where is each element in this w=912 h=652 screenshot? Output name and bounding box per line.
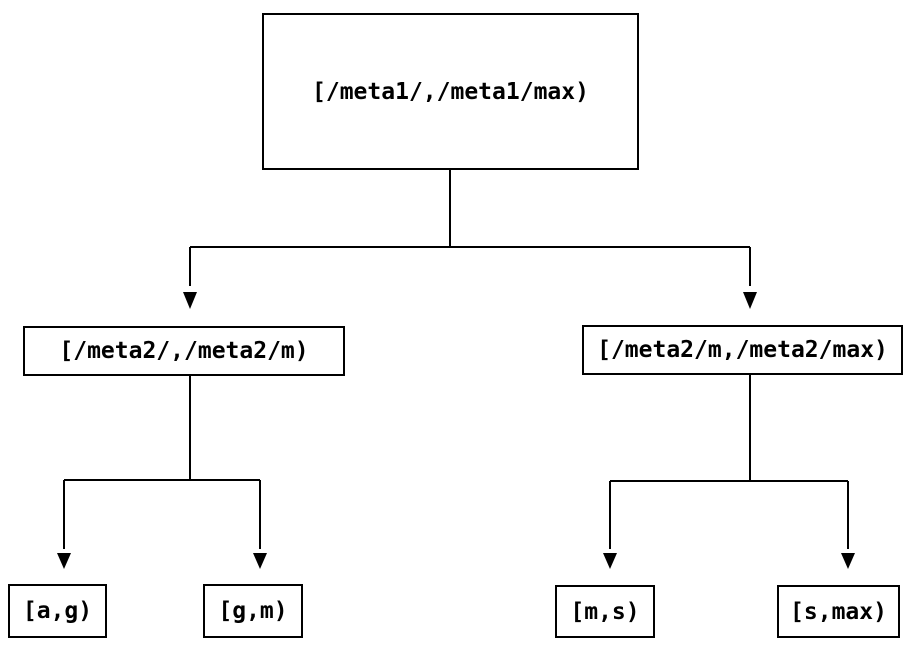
node-left-left: [a,g)	[8, 584, 107, 638]
arrow-down-icon	[743, 292, 757, 309]
node-right-right-label: [s,max)	[790, 598, 887, 625]
arrow-down-icon	[841, 553, 855, 569]
node-left-right-label: [g,m)	[218, 598, 288, 624]
node-root: [/meta1/,/meta1/max)	[262, 13, 639, 170]
arrow-down-icon	[603, 553, 617, 569]
node-right: [/meta2/m,/meta2/max)	[582, 325, 903, 375]
arrow-down-icon	[57, 553, 71, 569]
arrow-down-icon	[253, 553, 267, 569]
node-left-label: [/meta2/,/meta2/m)	[59, 338, 309, 364]
node-right-left-label: [m,s)	[570, 598, 640, 625]
node-right-right: [s,max)	[777, 585, 900, 638]
node-root-label: [/meta1/,/meta1/max)	[312, 78, 589, 105]
node-right-label: [/meta2/m,/meta2/max)	[597, 337, 888, 363]
arrow-down-icon	[183, 292, 197, 309]
node-left-right: [g,m)	[203, 584, 303, 638]
node-left: [/meta2/,/meta2/m)	[23, 326, 345, 376]
node-right-left: [m,s)	[555, 585, 655, 638]
node-left-left-label: [a,g)	[22, 598, 93, 624]
